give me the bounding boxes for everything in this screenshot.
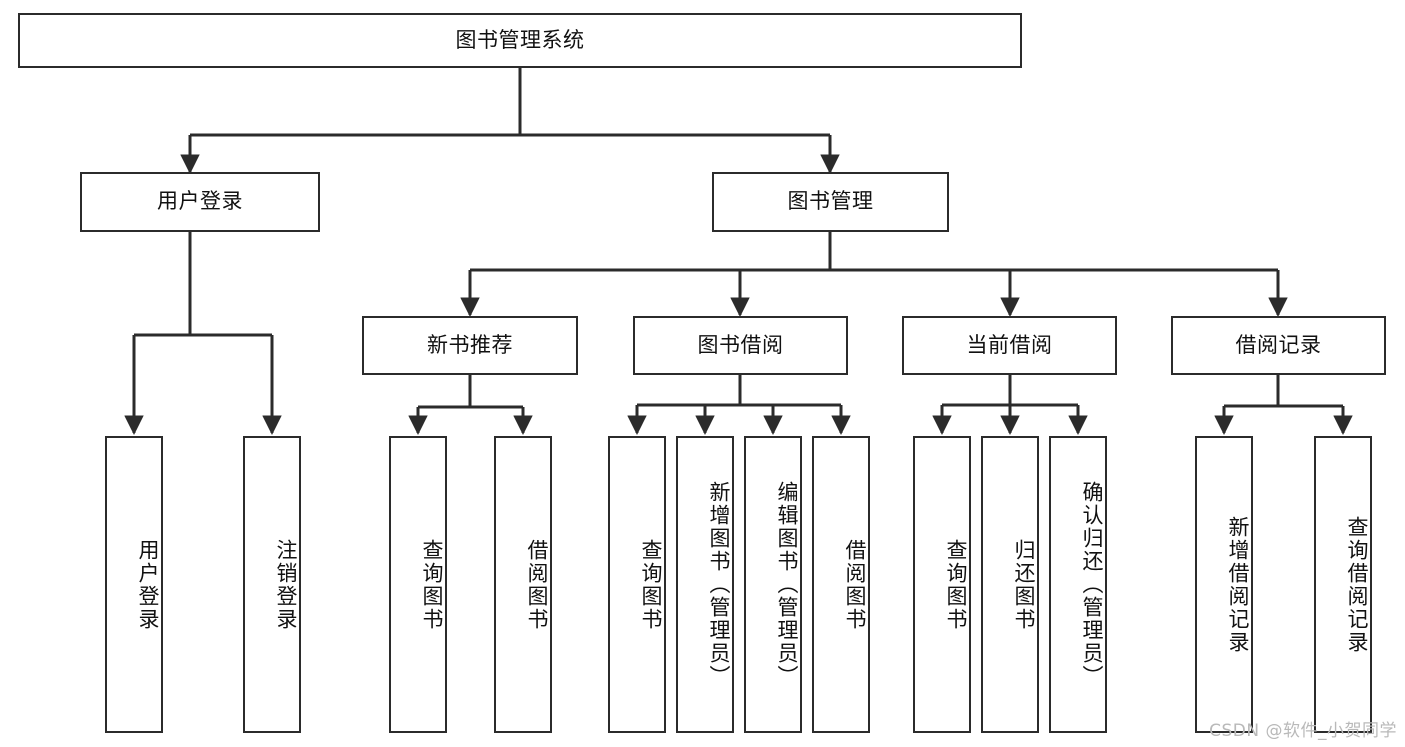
node-leaf-query-book-2[interactable]: 查询图书: [608, 436, 666, 733]
node-new-book-rec[interactable]: 新书推荐: [362, 316, 578, 375]
node-leaf-user-login[interactable]: 用户登录: [105, 436, 163, 733]
node-leaf-edit-book[interactable]: 编辑图书（管理员）: [744, 436, 802, 733]
csdn-watermark: CSDN @软件_小贺同学: [1209, 721, 1397, 741]
node-leaf-logout-label: 注销登录: [274, 538, 298, 631]
node-book-borrow-label: 图书借阅: [697, 332, 784, 357]
node-leaf-confirm-return-label: 确认归还（管理员）: [1080, 481, 1104, 688]
node-leaf-borrow-book-1-label: 借阅图书: [525, 538, 549, 631]
node-leaf-query-book-1-label: 查询图书: [420, 538, 444, 631]
node-leaf-add-book-label: 新增图书（管理员）: [707, 481, 731, 688]
node-user-login[interactable]: 用户登录: [80, 172, 320, 232]
node-leaf-query-record[interactable]: 查询借阅记录: [1314, 436, 1372, 733]
node-current-borrow[interactable]: 当前借阅: [902, 316, 1117, 375]
node-book-manage-label: 图书管理: [787, 189, 874, 214]
node-current-borrow-label: 当前借阅: [966, 332, 1053, 357]
node-leaf-borrow-book-2[interactable]: 借阅图书: [812, 436, 870, 733]
node-leaf-add-book[interactable]: 新增图书（管理员）: [676, 436, 734, 733]
node-leaf-query-book-1[interactable]: 查询图书: [389, 436, 447, 733]
node-borrow-record[interactable]: 借阅记录: [1171, 316, 1386, 375]
node-leaf-add-record[interactable]: 新增借阅记录: [1195, 436, 1253, 733]
node-leaf-return-book-label: 归还图书: [1012, 538, 1036, 631]
node-leaf-borrow-book-1[interactable]: 借阅图书: [494, 436, 552, 733]
node-leaf-edit-book-label: 编辑图书（管理员）: [775, 481, 799, 688]
node-leaf-query-record-label: 查询借阅记录: [1345, 515, 1369, 654]
node-borrow-record-label: 借阅记录: [1235, 332, 1322, 357]
node-leaf-borrow-book-2-label: 借阅图书: [843, 538, 867, 631]
node-root[interactable]: 图书管理系统: [18, 13, 1022, 68]
node-leaf-query-book-2-label: 查询图书: [639, 538, 663, 631]
node-leaf-query-book-3-label: 查询图书: [944, 538, 968, 631]
node-user-login-label: 用户登录: [157, 189, 243, 214]
node-leaf-logout[interactable]: 注销登录: [243, 436, 301, 733]
node-book-manage[interactable]: 图书管理: [712, 172, 949, 232]
node-new-book-rec-label: 新书推荐: [427, 332, 513, 357]
node-leaf-user-login-label: 用户登录: [136, 538, 160, 631]
node-root-label: 图书管理系统: [455, 27, 585, 52]
node-leaf-return-book[interactable]: 归还图书: [981, 436, 1039, 733]
node-leaf-confirm-return[interactable]: 确认归还（管理员）: [1049, 436, 1107, 733]
node-leaf-query-book-3[interactable]: 查询图书: [913, 436, 971, 733]
node-book-borrow[interactable]: 图书借阅: [633, 316, 848, 375]
node-leaf-add-record-label: 新增借阅记录: [1226, 515, 1250, 654]
